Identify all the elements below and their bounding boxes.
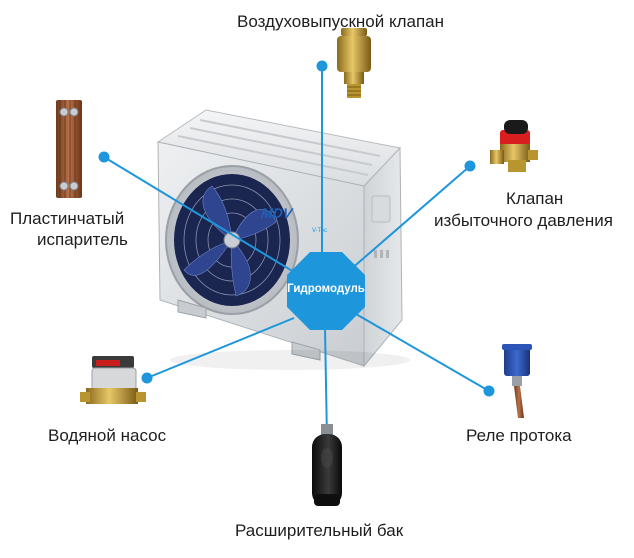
plate-heat-exchanger-icon <box>56 100 82 198</box>
hydromodule-badge <box>287 252 365 330</box>
dot-flow-switch <box>483 385 495 397</box>
plate-evaporator-label-line-1: Пластинчатый <box>10 209 125 228</box>
brass-air-vent-valve-icon <box>337 28 371 98</box>
connector-relief-valve <box>349 165 471 271</box>
water-pump-label: Водяной насос <box>48 426 167 445</box>
connector-plate-evaporator <box>103 156 295 273</box>
outdoor-unit: MDV V-Tec <box>156 109 410 370</box>
air-vent-valve-label: Воздуховыпускной клапан <box>237 12 445 31</box>
brand-logo: MDV V-Tec <box>260 205 327 234</box>
flow-switch-label: Реле протока <box>466 426 572 445</box>
dot-relief-valve <box>464 160 476 172</box>
dot-water-pump <box>141 372 153 384</box>
expansion-tank-label: Расширительный бак <box>235 521 404 540</box>
pressure-relief-valve-icon <box>490 120 538 172</box>
fan-blades <box>183 185 277 297</box>
connector-lines <box>103 66 490 441</box>
fan-grille <box>165 165 299 315</box>
expansion-tank-icon <box>312 424 342 506</box>
unit-feet <box>177 299 321 361</box>
hydromodule-label: Гидромодуль <box>287 283 365 295</box>
unit-side-cover <box>371 195 391 223</box>
plate-evaporator-label-line-2: испаритель <box>37 230 128 249</box>
connector-expansion-tank <box>324 327 328 441</box>
unit-side-vents <box>374 250 389 258</box>
dot-air-vent <box>316 60 328 72</box>
dot-plate-evaporator <box>98 151 110 163</box>
relief-valve-label-line-1: Клапан <box>506 189 564 208</box>
connector-flow-switch <box>355 313 490 392</box>
svg-text:MDV: MDV <box>260 205 295 221</box>
relief-valve-label-line-2: избыточного давления <box>434 211 613 230</box>
connector-water-pump <box>146 317 295 379</box>
flow-switch-icon <box>502 344 532 418</box>
svg-text:V-Tec: V-Tec <box>312 228 327 234</box>
circulation-pump-icon <box>80 356 146 404</box>
unit-top-ridges <box>177 119 381 176</box>
unit-shadow <box>170 350 410 370</box>
